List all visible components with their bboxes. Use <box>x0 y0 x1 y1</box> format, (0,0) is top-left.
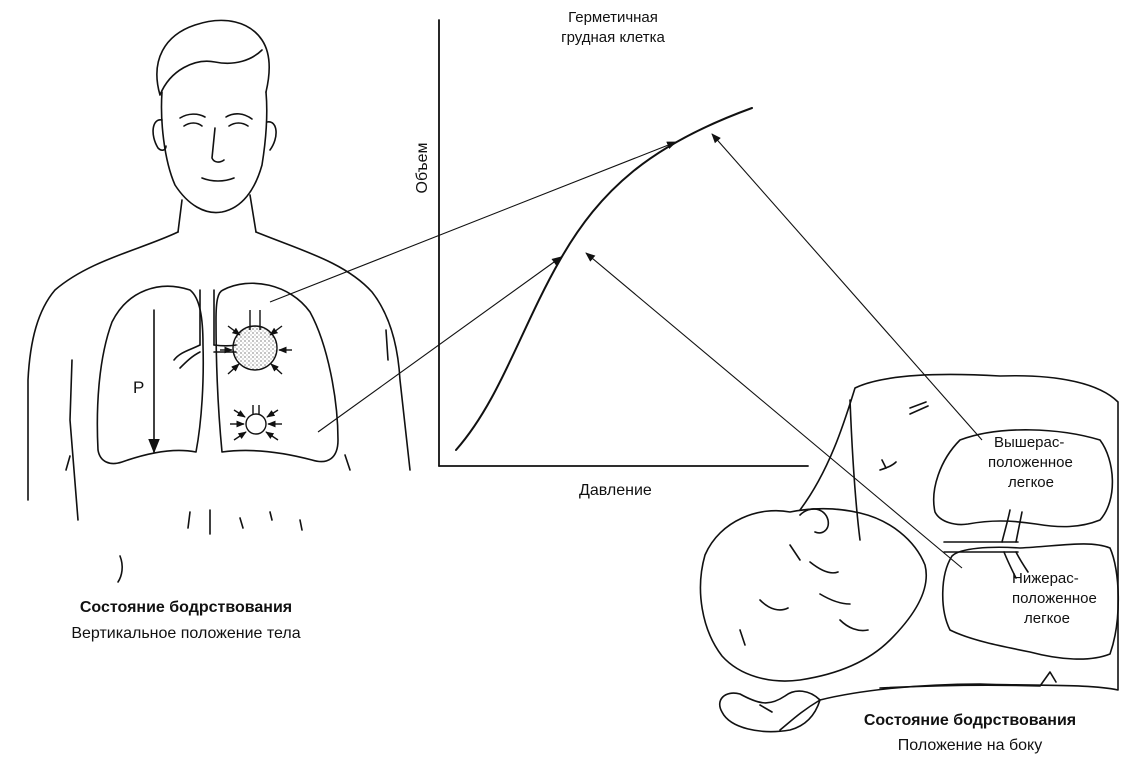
eye-left <box>184 123 202 126</box>
lower-alveolus-sac <box>246 414 266 434</box>
arrow-lower-lung-to-curve <box>586 253 962 568</box>
eye-right <box>229 123 248 126</box>
lateral-torso-line <box>850 400 896 540</box>
lower-lung-label-line2: положенное <box>1012 590 1097 608</box>
graph-title-line1: Герметичная <box>548 9 678 27</box>
lateral-marks <box>882 402 928 468</box>
lateral-figure <box>700 375 1118 732</box>
arm-left-inner <box>70 360 78 520</box>
hip-mark <box>118 556 122 582</box>
eyebrow-left <box>180 114 205 118</box>
graph-title-line2: грудная клетка <box>548 29 678 47</box>
y-axis-label: Объем <box>414 138 432 198</box>
side-mark-right <box>345 455 350 470</box>
lower-alveolus-stalk <box>253 405 259 414</box>
connector-arrows <box>270 134 982 568</box>
right-lung-outline <box>216 283 338 461</box>
upper-lung-label-line1: Вышерас- <box>994 434 1064 452</box>
left-lung-outline <box>97 286 203 463</box>
lower-lung-label-line1: Нижерас- <box>1012 570 1079 588</box>
upright-figure <box>28 20 410 582</box>
upper-lung-label-line2: положенное <box>988 454 1073 472</box>
head-outline <box>162 92 267 213</box>
lateral-bronchi <box>1002 510 1028 578</box>
lateral-head-outline <box>700 509 926 681</box>
upper-alveolus-sac <box>233 326 277 370</box>
lateral-arm-line <box>880 672 1056 688</box>
lower-alveolus <box>230 405 282 440</box>
eyebrow-right <box>226 114 252 119</box>
side-mark-left <box>66 456 70 470</box>
upright-caption-title: Состояние бодрствования <box>56 598 316 617</box>
nose <box>212 128 224 162</box>
bronchus-left <box>174 345 200 368</box>
compliance-curve <box>456 108 752 450</box>
lower-lung-label-line3: легкое <box>1024 610 1070 628</box>
upper-lung-label-line3: легкое <box>1008 474 1054 492</box>
lateral-caption-subtitle: Положение на боку <box>840 736 1100 755</box>
arrow-upper-lung-to-curve <box>712 134 982 440</box>
waist-marks <box>188 510 302 534</box>
mouth <box>202 178 234 181</box>
upright-caption-subtitle: Вертикальное положение тела <box>56 624 316 643</box>
lateral-caption-title: Состояние бодрствования <box>840 711 1100 730</box>
ear-right <box>267 122 276 150</box>
pressure-volume-graph <box>439 20 808 466</box>
lateral-arm <box>720 691 820 732</box>
lateral-ear <box>800 509 828 533</box>
upper-alveolus <box>220 310 292 374</box>
arm-right-inner <box>386 330 388 360</box>
hair-outline <box>157 20 269 95</box>
torso-outline <box>28 232 410 500</box>
lateral-face-features <box>740 545 868 645</box>
x-axis-label: Давление <box>579 481 652 500</box>
pressure-label: P <box>133 378 144 398</box>
